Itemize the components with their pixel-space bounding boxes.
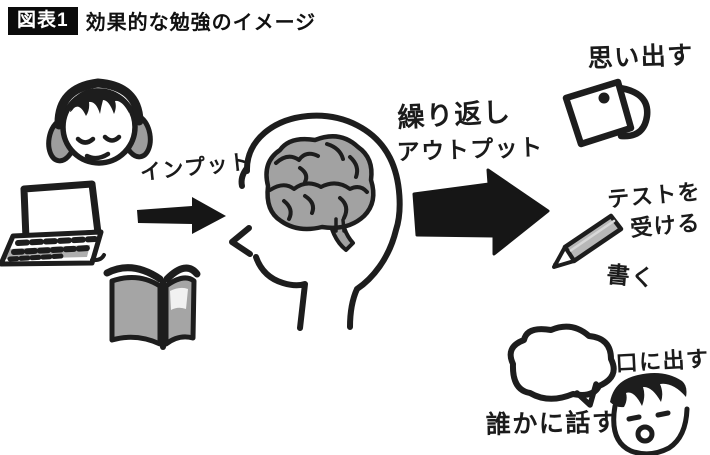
recall-label: 思い出す bbox=[587, 41, 694, 73]
brain-icon bbox=[264, 134, 376, 252]
speak-aloud-label: 口に出す bbox=[615, 346, 710, 376]
input-arrow-icon bbox=[137, 197, 226, 234]
mug-icon bbox=[562, 78, 651, 148]
figure-number-badge: 図表1 bbox=[8, 6, 78, 35]
talking-face-icon bbox=[610, 373, 690, 455]
test-label-line1: テストを bbox=[606, 179, 702, 212]
output-arrow-icon bbox=[412, 168, 550, 256]
open-book-icon bbox=[103, 264, 201, 350]
test-label-line2: 受ける bbox=[629, 210, 701, 241]
speech-bubble-icon bbox=[507, 323, 617, 408]
pencil-icon bbox=[552, 213, 624, 269]
output-label-line1: 繰り返し bbox=[397, 96, 512, 133]
write-label: 書く bbox=[606, 261, 657, 291]
output-label-line2: アウトプット bbox=[396, 134, 544, 165]
figure-title: 効果的な勉強のイメージ bbox=[85, 12, 317, 34]
tell-someone-label: 誰かに話す bbox=[486, 408, 619, 439]
head-profile-icon bbox=[229, 112, 403, 331]
input-label: インプット bbox=[139, 150, 253, 185]
laptop-icon bbox=[0, 180, 106, 267]
headphones-person-icon bbox=[46, 78, 153, 166]
figure-title-bar: 図表1 効果的な勉強のイメージ bbox=[8, 6, 316, 35]
